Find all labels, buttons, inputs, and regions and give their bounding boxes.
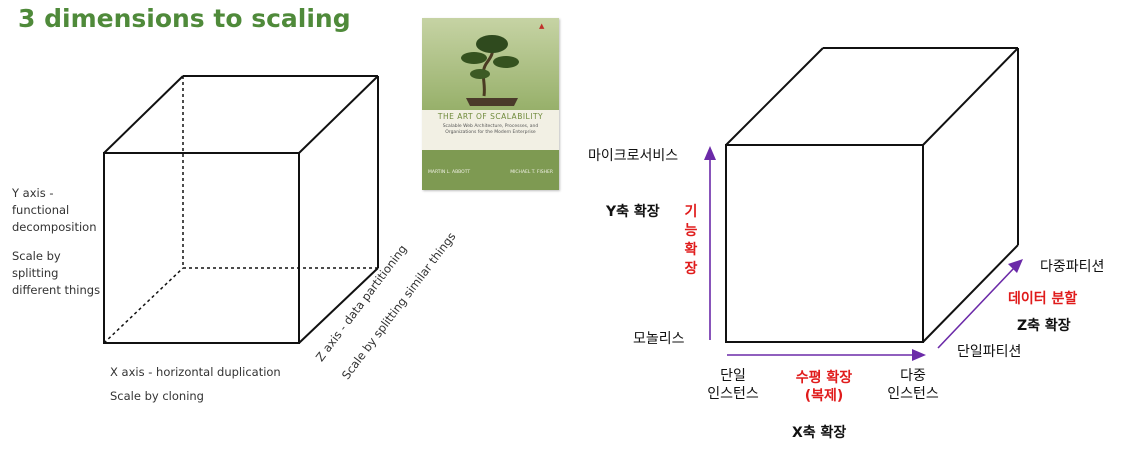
y-axis-description: 기 능 확 장 (684, 204, 698, 277)
y-bottom-label: 모놀리스 (633, 331, 685, 347)
book-subtitle: Scalable Web Architecture, Processes, an… (442, 124, 539, 135)
book-author-1: MARTIN L. ABBOTT (428, 170, 471, 175)
left-cube-hidden-edge-diagonal (103, 267, 184, 344)
book-title: THE ART OF SCALABILITY (437, 112, 544, 121)
y-top-label: 마이크로서비스 (588, 148, 679, 164)
right-cube-front-face (725, 144, 924, 343)
x-axis-arrow-head (912, 349, 926, 361)
x-scale-label: Scale by cloning (110, 389, 204, 403)
left-cube-edge-bottom-right (298, 267, 379, 344)
z-axis-arrow-head (1008, 259, 1023, 273)
right-cube-diagram (725, 47, 1019, 343)
left-cube-edge-top-left (103, 75, 184, 154)
z-axis-title: Z축 확장 (1017, 318, 1071, 334)
x-axis-label: X axis - horizontal duplication (110, 365, 281, 379)
left-cube-edge-top-right (298, 75, 379, 154)
x-right-label: 다중 인스턴스 (887, 368, 939, 402)
book-author-2: MICHAEL T. FISHER (510, 170, 553, 175)
z-bottom-label: 단일파티션 (957, 344, 1022, 360)
z-top-label: 다중파티션 (1040, 259, 1105, 275)
right-cube-edge-bottom-right (922, 244, 1019, 343)
book-cover-image: ▲ THE ART OF SCALABILITY Scalable Web Ar… (422, 18, 559, 190)
publisher-logo: ▲ (539, 22, 545, 30)
right-cube-edge-top-left (725, 47, 824, 146)
y-axis-label: Y axis - functional decomposition (12, 186, 97, 234)
bonsai-tree-illustration (461, 35, 519, 106)
x-axis-description: 수평 확장 (복제) (795, 370, 853, 404)
left-cube-front-face (103, 152, 300, 344)
page-title: 3 dimensions to scaling (18, 4, 351, 33)
y-scale-label: Scale by splitting different things (12, 249, 101, 297)
y-axis-arrow-head (704, 146, 716, 160)
y-axis-title: Y축 확장 (606, 204, 660, 220)
x-left-label: 단일 인스턴스 (707, 368, 759, 402)
z-axis-description: 데이터 분할 (1008, 291, 1078, 307)
book-authors: MARTIN L. ABBOTT MICHAEL T. FISHER (428, 170, 553, 175)
x-axis-title: X축 확장 (792, 425, 847, 441)
z-axis-arrow (937, 267, 1015, 349)
right-cube-edge-top-right (922, 47, 1019, 146)
